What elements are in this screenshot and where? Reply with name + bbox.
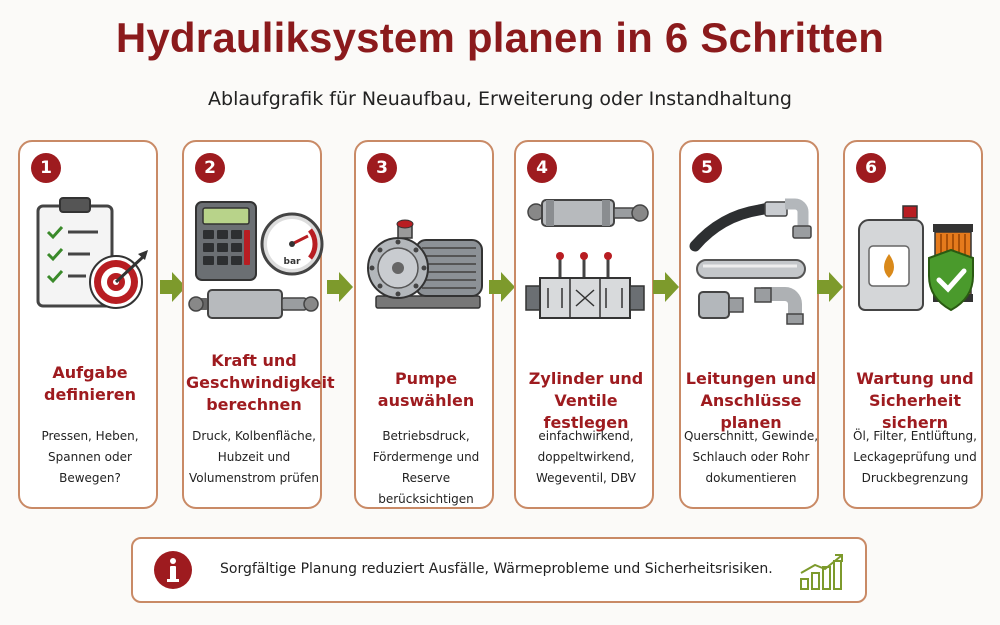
step-description: Querschnitt, Gewinde, Schlauch oder Rohr… bbox=[683, 429, 819, 485]
step-description: Öl, Filter, Entlüftung, Leckageprüfung u… bbox=[853, 429, 977, 485]
step-title: Aufgabe definieren bbox=[43, 363, 137, 404]
step-number-badge: 3 bbox=[367, 153, 397, 183]
oil-filter-shield-icon bbox=[845, 186, 985, 336]
page-subtitle: Ablaufgrafik für Neuaufbau, Erweiterung … bbox=[208, 88, 792, 110]
step-description: Druck, Kolbenfläche, Hubzeit und Volumen… bbox=[188, 429, 320, 485]
step-number-badge: 4 bbox=[527, 153, 557, 183]
growth-chart-icon bbox=[797, 553, 847, 591]
step-description: einfachwirkend, doppeltwirkend, Wegevent… bbox=[536, 429, 636, 485]
step-card-4: 4 Zylinder und Ventile festlegen einfach… bbox=[514, 140, 654, 509]
info-box: Sorgfältige Planung reduziert Ausfälle, … bbox=[131, 537, 867, 603]
arrow-right-icon bbox=[489, 272, 515, 302]
page-title: Hydrauliksystem planen in 6 Schritten bbox=[115, 14, 885, 61]
cylinder-valve-icon bbox=[516, 186, 656, 336]
arrow-right-icon bbox=[817, 272, 843, 302]
arrow-right-icon bbox=[327, 272, 353, 302]
step-card-3: 3 Pumpe auswählen Betriebsdruck, Förderm… bbox=[354, 140, 494, 509]
gauge-unit-label: bar bbox=[284, 257, 302, 267]
step-card-1: 1 Aufgabe definieren Pressen, Heben, Spa… bbox=[18, 140, 158, 509]
step-number-badge: 2 bbox=[195, 153, 225, 183]
step-title: Wartung und Sicherheit sichern bbox=[856, 369, 974, 432]
step-title: Zylinder und Ventile festlegen bbox=[528, 369, 644, 432]
arrow-right-icon bbox=[160, 272, 186, 302]
calculator-gauge-icon: bar bbox=[184, 186, 324, 336]
arrow-right-icon bbox=[653, 272, 679, 302]
hose-fittings-icon bbox=[681, 186, 821, 336]
step-title: Leitungen und Anschlüsse planen bbox=[685, 369, 817, 432]
step-number-badge: 1 bbox=[31, 153, 61, 183]
step-title: Pumpe auswählen bbox=[377, 369, 475, 410]
info-icon bbox=[153, 550, 193, 590]
step-card-6: 6 Wartung und Sicherheit sichern Öl, Fil… bbox=[843, 140, 983, 509]
step-card-5: 5 Leitungen und Anschlüsse planen Quersc… bbox=[679, 140, 819, 509]
clipboard-target-icon bbox=[20, 186, 160, 336]
step-number-badge: 6 bbox=[856, 153, 886, 183]
info-note: Sorgfältige Planung reduziert Ausfälle, … bbox=[220, 561, 773, 577]
step-card-2: 2 bar Kraft und Geschwindigkeit berechne… bbox=[182, 140, 335, 509]
step-description: Betriebsdruck, Fördermenge und Reserve b… bbox=[372, 429, 480, 506]
step-title: Kraft und Geschwindigkeit berechnen bbox=[186, 351, 335, 414]
step-description: Pressen, Heben, Spannen oder Bewegen? bbox=[41, 429, 139, 485]
step-number-badge: 5 bbox=[692, 153, 722, 183]
pump-motor-icon bbox=[356, 186, 496, 336]
